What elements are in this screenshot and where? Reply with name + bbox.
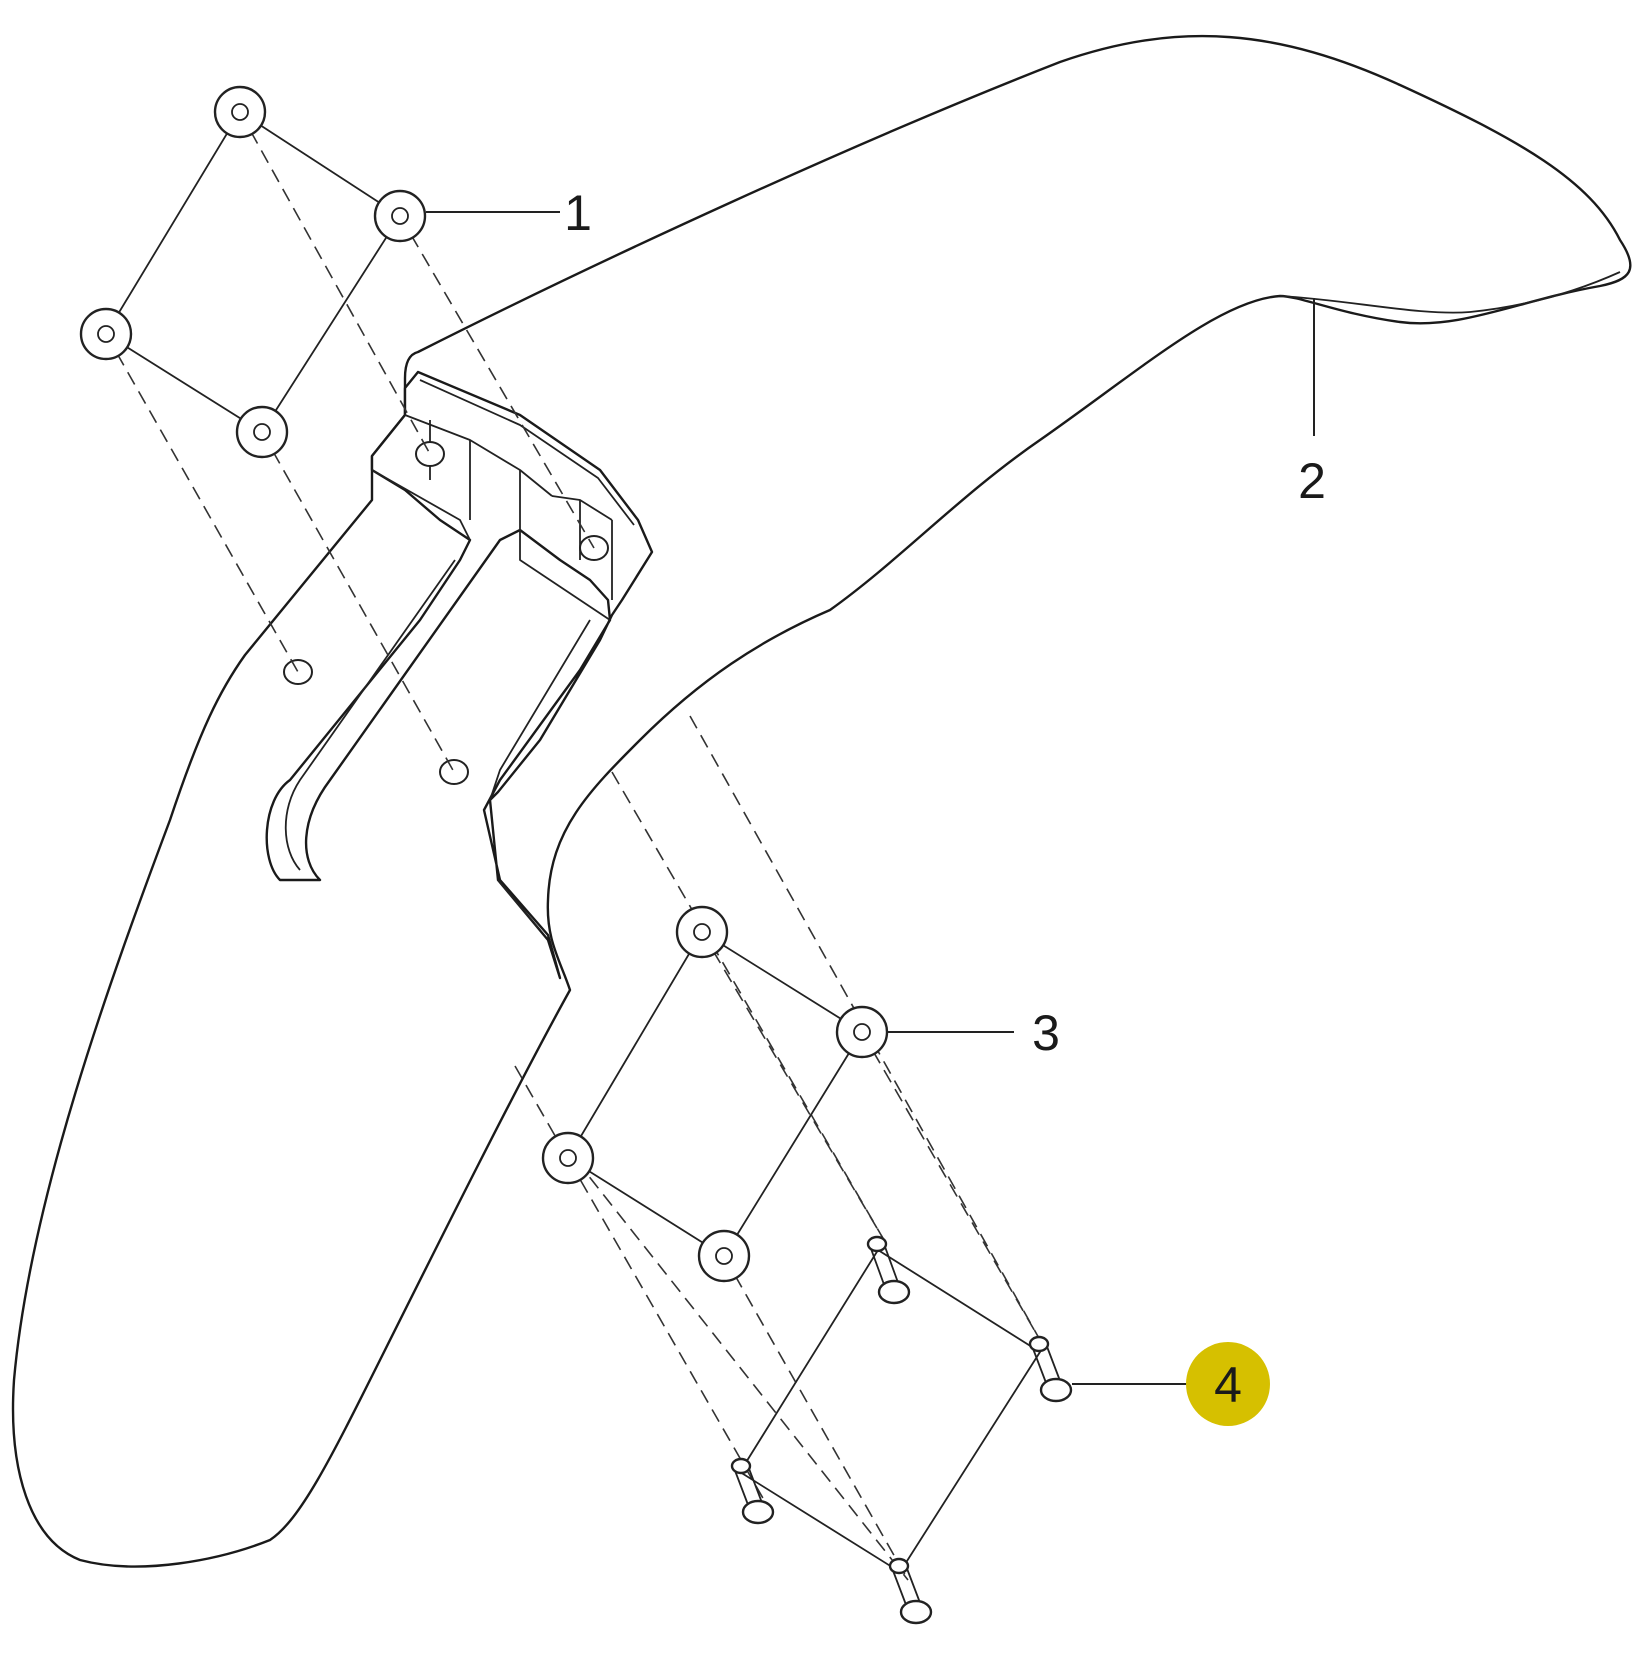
screw: [866, 1235, 911, 1305]
callout-label: 1: [564, 185, 592, 241]
callout-label: 2: [1298, 453, 1326, 509]
fender-hole: [283, 659, 313, 685]
screw: [730, 1457, 775, 1525]
callout-3: 3: [888, 1005, 1060, 1061]
callout-4: 4: [1072, 1342, 1270, 1426]
washer: [541, 1131, 595, 1185]
callout-label: 4: [1214, 1357, 1242, 1413]
screw: [888, 1557, 933, 1625]
washer: [675, 905, 729, 959]
upper-washer-set: [79, 85, 595, 773]
washer: [79, 307, 133, 361]
highlight-marker: [1186, 1342, 1270, 1426]
washer: [213, 85, 267, 139]
lower-fastener-set: [514, 715, 1073, 1625]
washer: [835, 1005, 889, 1059]
bracket-hole: [415, 441, 445, 467]
washer: [235, 405, 289, 459]
callout-1: 1: [426, 185, 592, 241]
callout-label: 3: [1032, 1005, 1060, 1061]
washer: [697, 1229, 751, 1283]
fender-hole: [439, 759, 469, 785]
washer: [373, 189, 427, 243]
screw: [1028, 1335, 1073, 1403]
front-fender: [11, 34, 1632, 1568]
callout-2: 2: [1298, 298, 1326, 509]
